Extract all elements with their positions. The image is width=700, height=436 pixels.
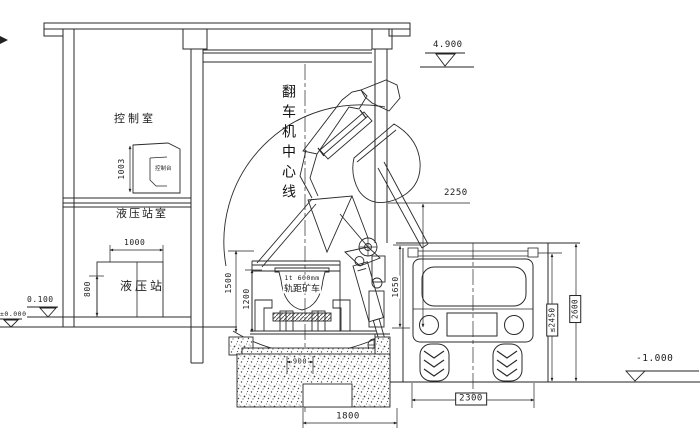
grille	[446, 312, 498, 337]
dim-900: 900	[291, 357, 309, 366]
mine-car-platform	[250, 260, 376, 335]
dim-2450-max: ≤2450	[546, 303, 558, 337]
dim-1003: 1003	[117, 158, 126, 180]
foundation-pit	[228, 333, 391, 408]
elevation-symbols	[0, 36, 700, 383]
elev-roof: 4.900	[433, 40, 463, 50]
tire-left	[419, 343, 450, 382]
label-minecar-type: 轨距矿车	[282, 283, 322, 294]
rotor-ring-arc	[223, 104, 386, 267]
edge-arrow-icon	[0, 36, 8, 44]
dim-1500: 1500	[224, 271, 233, 295]
label-dumper-centerline: 翻车机中心线	[281, 84, 297, 204]
headlight-right	[504, 315, 524, 335]
dim-800: 800	[83, 281, 92, 297]
dim-1000: 1000	[124, 238, 146, 247]
tire-right	[492, 343, 523, 382]
elev-floor: 0.100	[27, 295, 54, 304]
label-minecar-spec: 1t 600mm	[283, 273, 321, 282]
building-structure	[0, 22, 411, 364]
dim-2600: 2600	[569, 294, 581, 324]
dim-2250: 2250	[444, 188, 468, 198]
headlight-left	[419, 315, 439, 335]
label-control-room: 控制室	[114, 113, 156, 125]
elev-truck-lane: -1.000	[636, 353, 674, 364]
elev-ground: ±0.000	[0, 310, 27, 318]
mine-car	[274, 267, 330, 311]
label-console: 控制台	[155, 166, 172, 172]
dim-1650: 1650	[391, 275, 400, 299]
dim-1800: 1800	[335, 411, 361, 422]
label-hydraulic-station: 液压站	[120, 279, 166, 293]
dim-1200: 1200	[242, 287, 251, 311]
windshield	[421, 266, 527, 307]
dim-2300: 2300	[455, 392, 487, 406]
dump-truck	[396, 242, 580, 402]
label-hydraulic-room: 液压站室	[116, 208, 168, 220]
